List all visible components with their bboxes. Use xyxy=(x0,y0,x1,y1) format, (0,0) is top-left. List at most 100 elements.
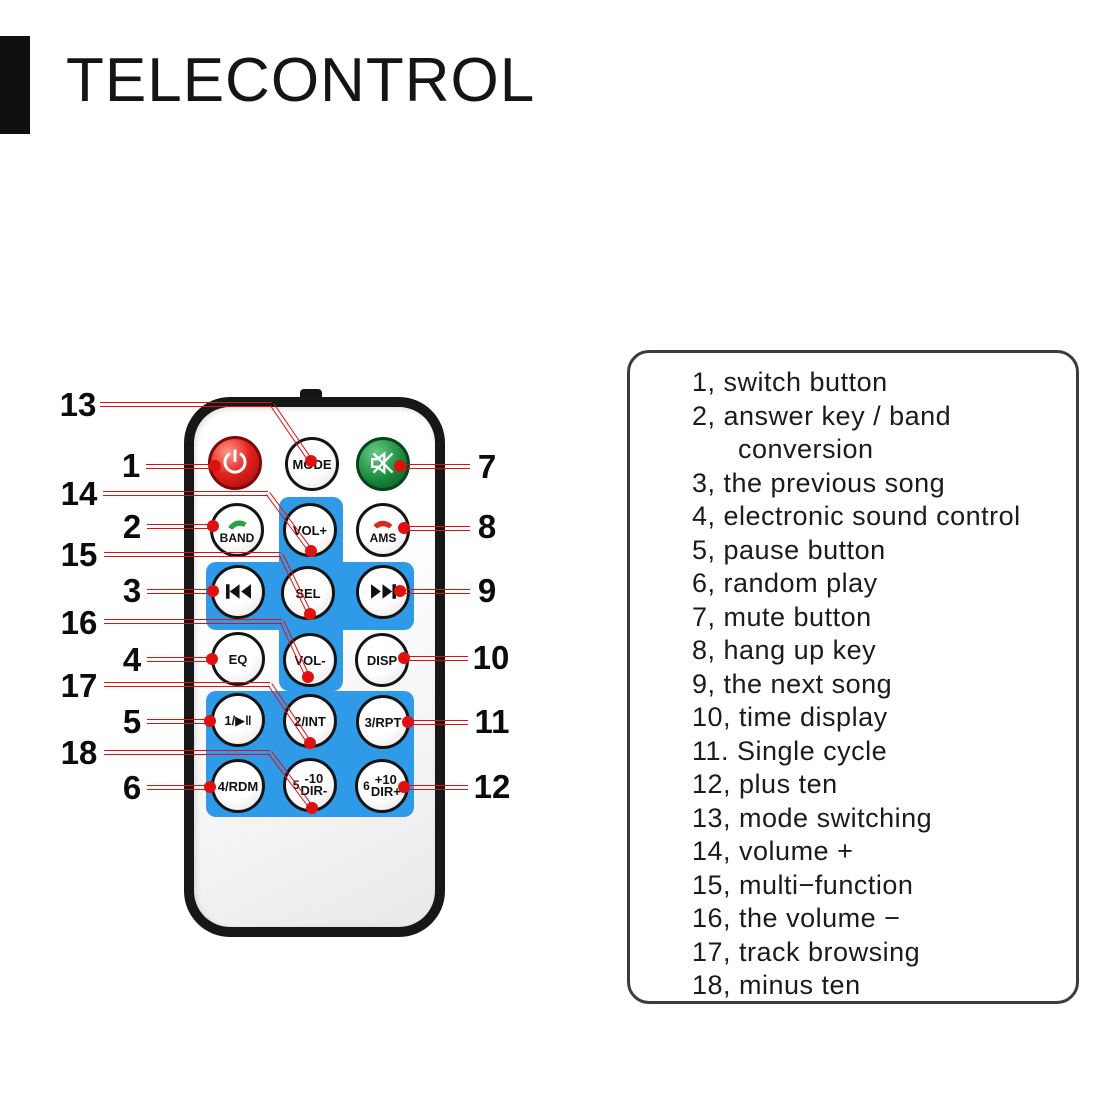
callout-dot xyxy=(207,520,219,532)
legend-item: 17, track browsing xyxy=(692,936,921,967)
dir-minus-top: -10 xyxy=(304,771,324,786)
previous-track-button[interactable] xyxy=(211,565,265,619)
legend-item: 4, electronic sound control xyxy=(692,501,1021,531)
sel-button[interactable]: SEL xyxy=(281,566,335,620)
callout-line xyxy=(104,618,282,624)
callout-line xyxy=(103,490,268,496)
legend-item: 8, hang up key xyxy=(692,635,877,665)
callout-number-1: 1 xyxy=(121,447,141,484)
legend-item: 11. Single cycle xyxy=(692,735,888,766)
callout-number-14: 14 xyxy=(60,475,98,512)
callout-dot xyxy=(204,715,216,727)
eq-button[interactable]: EQ xyxy=(211,632,265,686)
ams-label: AMS xyxy=(369,531,397,545)
callout-line xyxy=(100,401,272,407)
legend-item: 7, mute button xyxy=(692,601,872,632)
legend-item: 18, minus ten xyxy=(692,970,861,1000)
callout-dot xyxy=(302,671,314,683)
callout-dot xyxy=(304,737,316,749)
callout-number-8: 8 xyxy=(477,508,497,545)
sel-label: SEL xyxy=(295,585,321,601)
callout-line xyxy=(408,719,468,725)
callout-dot xyxy=(398,652,410,664)
callout-number-6: 6 xyxy=(122,769,142,806)
corner-block xyxy=(0,36,30,134)
rdm-label: 4/RDM xyxy=(217,778,259,794)
legend-item: 6, random play xyxy=(692,568,878,598)
callout-dot xyxy=(305,455,317,467)
dir-plus-digit: 6 xyxy=(363,779,370,793)
int-label: 2/INT xyxy=(294,713,326,729)
callout-line xyxy=(404,655,468,661)
callout-number-15: 15 xyxy=(60,536,98,573)
callout-dot xyxy=(398,781,410,793)
callout-dot xyxy=(306,802,318,814)
callout-number-16: 16 xyxy=(60,604,98,641)
callout-line xyxy=(147,523,213,529)
eq-label: EQ xyxy=(228,651,248,667)
callout-number-12: 12 xyxy=(473,768,511,805)
callout-line xyxy=(400,588,470,594)
legend-item: 2, answer key / band xyxy=(692,400,952,431)
vol-plus-label: VOL+ xyxy=(292,522,328,538)
callout-line xyxy=(147,588,213,594)
callout-number-11: 11 xyxy=(474,703,510,740)
callout-dot xyxy=(402,716,414,728)
callout-number-10: 10 xyxy=(472,639,510,676)
play-pause-button[interactable]: 1/▶‖ xyxy=(211,693,265,747)
dir-minus-bottom: DIR- xyxy=(300,783,328,798)
mute-speaker-icon xyxy=(367,449,399,479)
dir-plus-bottom: DIR+ xyxy=(370,784,401,799)
callout-dot xyxy=(304,608,316,620)
callout-dot xyxy=(305,545,317,557)
rdm-button[interactable]: 4/RDM xyxy=(211,759,265,813)
power-icon xyxy=(220,447,250,479)
phone-answer-icon xyxy=(224,513,251,533)
callout-dot xyxy=(204,781,216,793)
band-button[interactable]: BAND xyxy=(210,503,264,557)
callout-number-5: 5 xyxy=(122,703,142,740)
callout-dot xyxy=(394,585,406,597)
legend-item: 16, the volume − xyxy=(692,903,901,933)
callout-line xyxy=(400,463,470,469)
callout-number-2: 2 xyxy=(122,508,142,545)
callout-line xyxy=(147,718,210,724)
callout-number-18: 18 xyxy=(60,734,98,771)
rpt-label: 3/RPT xyxy=(364,714,402,730)
callout-number-4: 4 xyxy=(122,641,142,678)
callout-line xyxy=(104,551,281,557)
dir-plus-button[interactable]: 6 +10 DIR+ xyxy=(355,759,409,813)
legend-item: 14, volume + xyxy=(692,836,854,866)
disp-label: DISP xyxy=(366,652,398,668)
skip-next-icon xyxy=(370,583,397,602)
legend-item: 13, mode switching xyxy=(692,802,933,833)
legend-item: 12, plus ten xyxy=(692,769,838,799)
legend-item: 9, the next song xyxy=(692,668,893,699)
legend-item: 5, pause button xyxy=(692,534,886,565)
legend-item: 3, the previous song xyxy=(692,467,946,498)
callout-line xyxy=(404,784,468,790)
ams-button[interactable]: AMS xyxy=(356,503,410,557)
play-pause-label: 1/▶‖ xyxy=(224,712,252,728)
callout-line xyxy=(147,656,212,662)
callout-line xyxy=(404,525,470,531)
vol-minus-label: VOL- xyxy=(294,652,326,668)
phone-hangup-icon xyxy=(371,516,395,531)
callout-number-7: 7 xyxy=(477,448,497,485)
vol-minus-button[interactable]: VOL- xyxy=(283,633,337,687)
rpt-button[interactable]: 3/RPT xyxy=(356,695,410,749)
callout-dot xyxy=(206,653,218,665)
page-title: TELECONTROL xyxy=(66,46,536,115)
callout-number-17: 17 xyxy=(60,667,98,704)
power-button[interactable] xyxy=(208,436,262,490)
callout-dot xyxy=(207,585,219,597)
dir-minus-digit: 5 xyxy=(292,778,300,792)
callout-line xyxy=(147,784,210,790)
callout-dot xyxy=(209,460,221,472)
skip-previous-icon xyxy=(225,583,252,602)
callout-number-13: 13 xyxy=(59,386,97,423)
callout-number-3: 3 xyxy=(122,572,142,609)
